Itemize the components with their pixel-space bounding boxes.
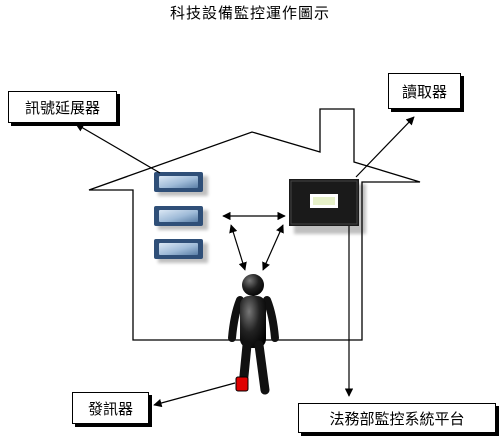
signal-extender-icon bbox=[154, 172, 208, 263]
monitoring-platform-label: 法務部監控系統平台 bbox=[298, 403, 496, 433]
diagram-title: 科技設備監控運作圖示 bbox=[169, 4, 330, 22]
reader-device-icon bbox=[289, 179, 366, 234]
connection-arrows bbox=[75, 116, 415, 408]
signal-extender-label: 訊號延展器 bbox=[8, 91, 117, 123]
ankle-monitor-icon bbox=[235, 376, 249, 392]
person-icon bbox=[228, 274, 279, 395]
house-outline bbox=[88, 108, 421, 341]
transmitter-label: 發訊器 bbox=[72, 392, 149, 424]
reader-label: 讀取器 bbox=[388, 73, 461, 109]
